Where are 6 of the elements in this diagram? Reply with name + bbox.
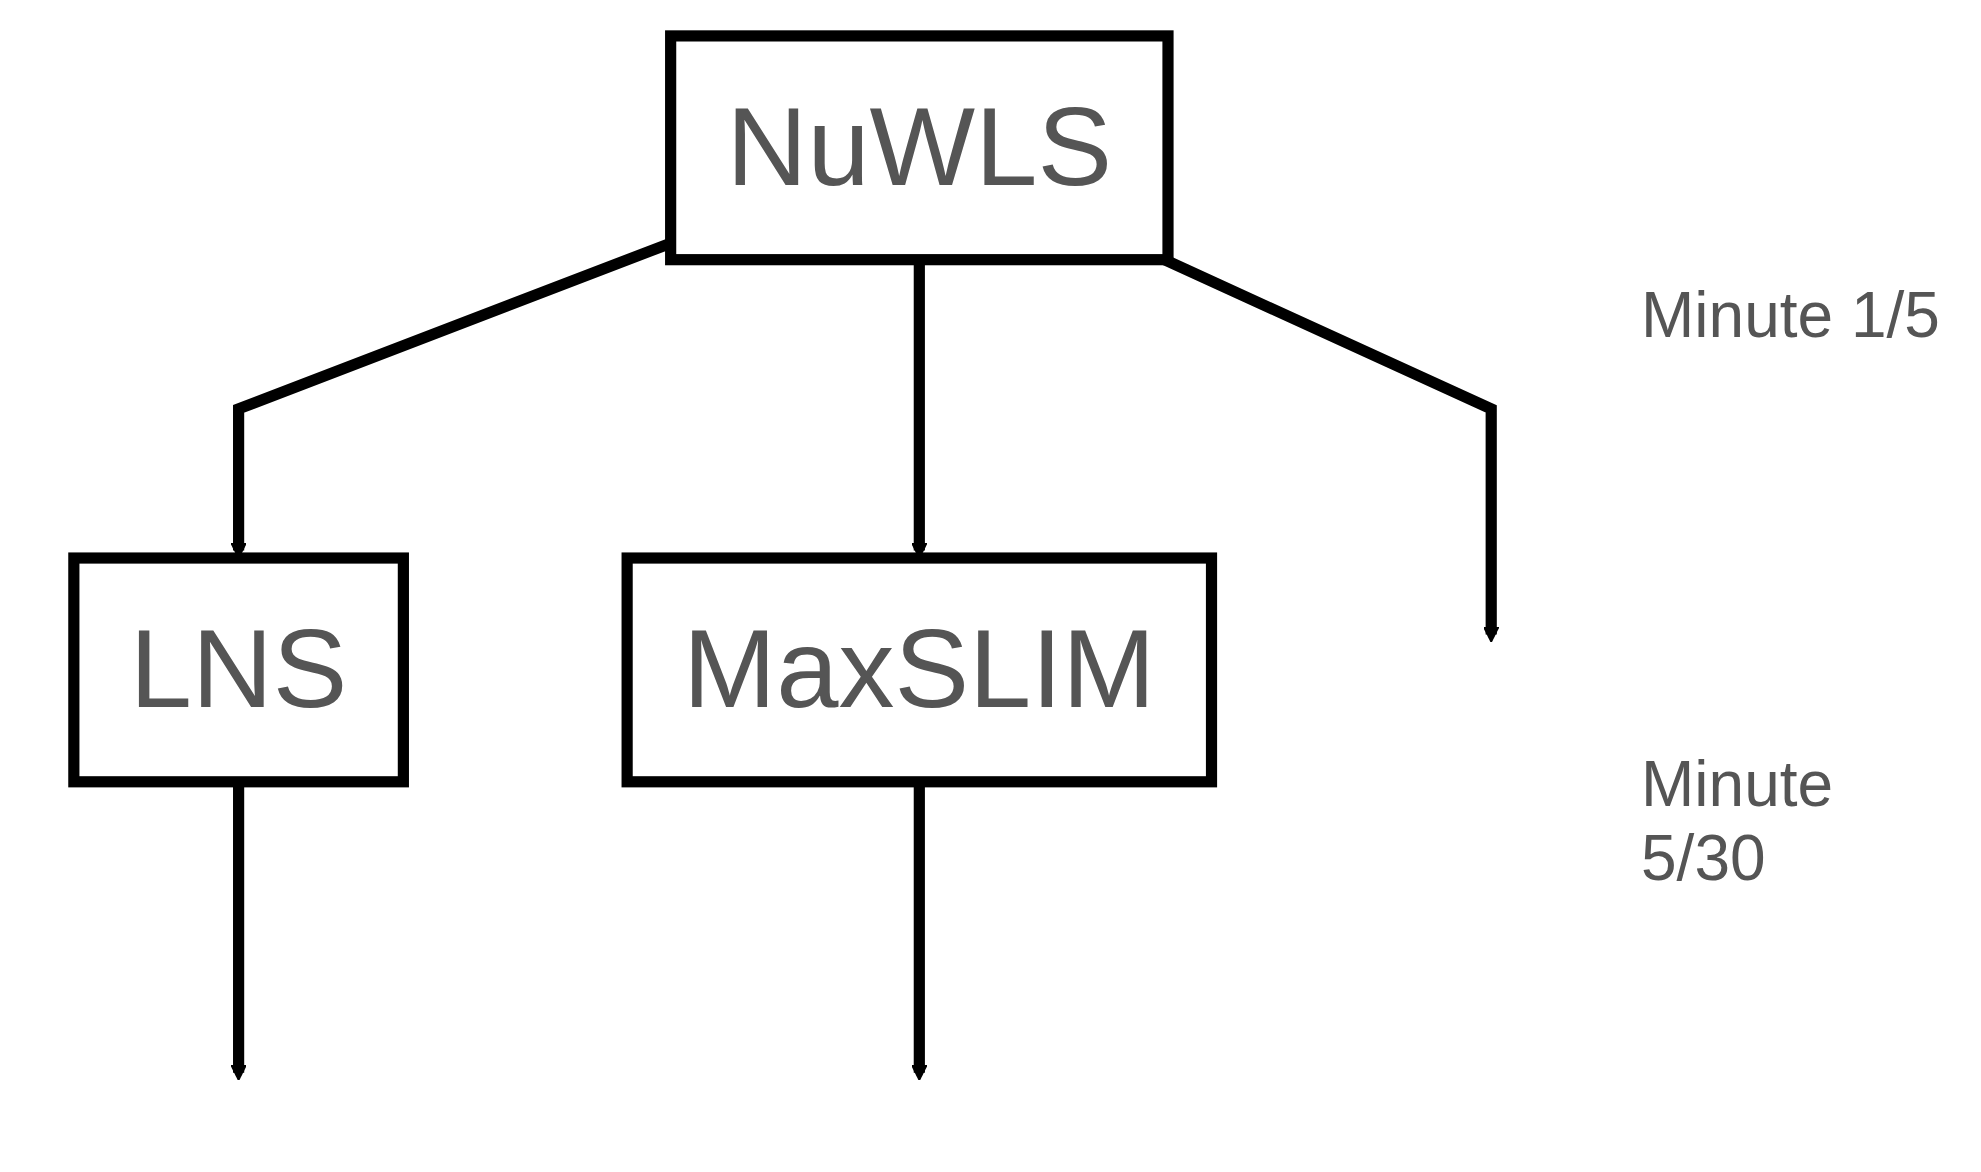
time-marker-label: Minute 5/30	[1641, 746, 1835, 895]
flowchart: NuWLS LNS MaxSLIM	[20, 21, 1601, 1151]
node-box	[665, 30, 1174, 266]
node-box	[621, 552, 1218, 788]
node-box	[68, 552, 409, 788]
time-marker-label: Minute 1/5	[1641, 277, 1941, 352]
